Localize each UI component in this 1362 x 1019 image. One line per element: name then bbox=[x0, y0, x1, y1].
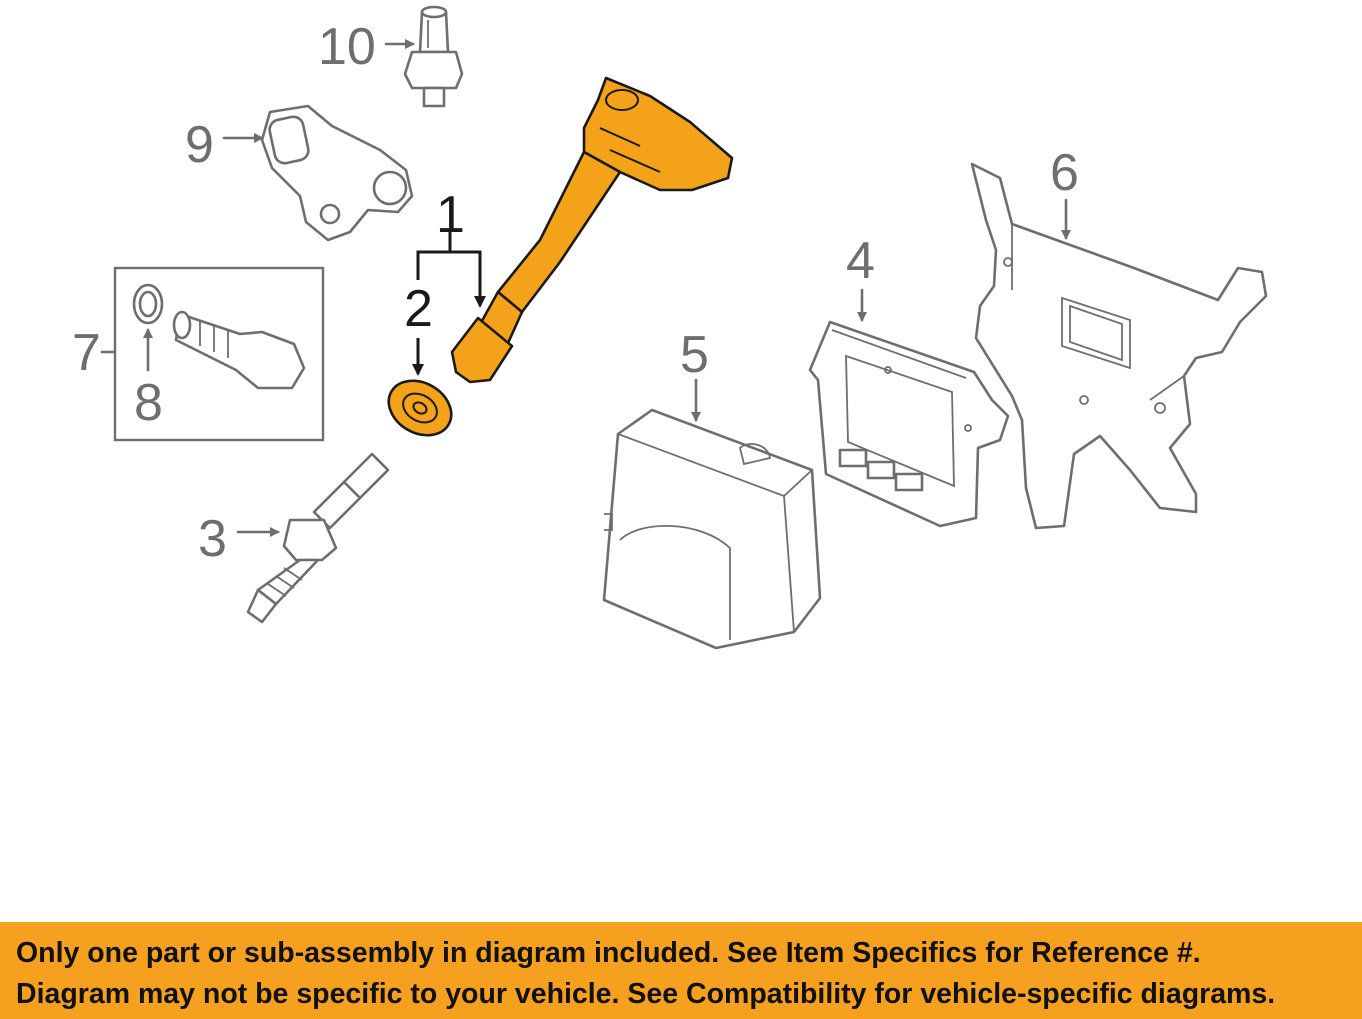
callout-3: 3 bbox=[198, 510, 227, 568]
disclaimer-banner: Only one part or sub-assembly in diagram… bbox=[0, 922, 1362, 1019]
part-1-ignition-coil[interactable] bbox=[450, 76, 734, 384]
callout-5: 5 bbox=[680, 326, 709, 384]
callout-9: 9 bbox=[185, 116, 214, 174]
part-7-sensor[interactable] bbox=[172, 310, 306, 390]
part-9-sensor[interactable] bbox=[260, 104, 414, 242]
part-7-group-box bbox=[113, 266, 325, 442]
part-4-control-unit[interactable] bbox=[808, 320, 1010, 528]
callout-2: 2 bbox=[404, 280, 433, 338]
disclaimer-line-1: Only one part or sub-assembly in diagram… bbox=[16, 937, 1201, 969]
callout-7: 7 bbox=[72, 324, 101, 382]
part-6-bracket[interactable] bbox=[970, 162, 1268, 530]
leader-1-bracket bbox=[416, 232, 482, 300]
callout-8: 8 bbox=[134, 374, 163, 432]
callout-6: 6 bbox=[1050, 144, 1079, 202]
part-8-o-ring[interactable] bbox=[132, 283, 164, 325]
callout-10: 10 bbox=[318, 18, 376, 76]
callout-4: 4 bbox=[846, 232, 875, 290]
part-3-spark-plug[interactable] bbox=[246, 452, 390, 624]
part-5-ecu[interactable] bbox=[602, 408, 822, 650]
disclaimer-line-2: Diagram may not be specific to your vehi… bbox=[16, 978, 1276, 1010]
parts-diagram: 10 9 8 7 3 bbox=[72, 5, 1268, 650]
part-10-sensor[interactable] bbox=[403, 5, 464, 108]
part-2-seal[interactable] bbox=[379, 370, 461, 446]
